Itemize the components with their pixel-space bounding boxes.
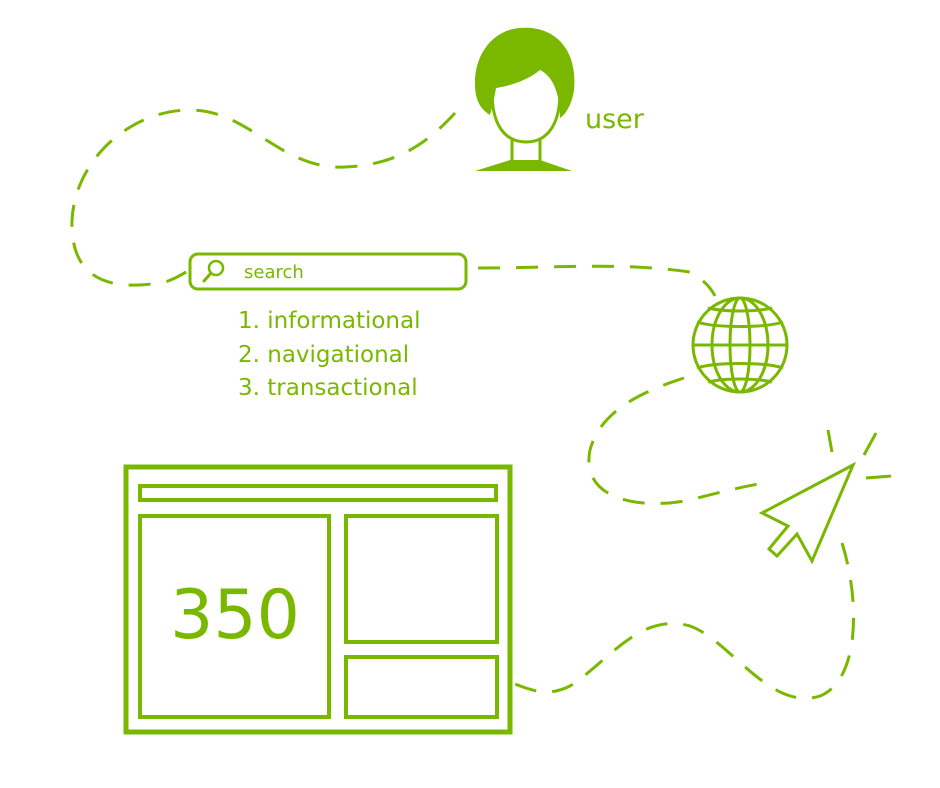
cursor-arrow: [758, 461, 857, 565]
cursor-arrow-icon: [758, 429, 892, 565]
webpage-main-value: 350: [170, 576, 300, 655]
path-search-to-globe: [477, 264, 717, 297]
user-shoulders: [475, 160, 572, 171]
search-types-list: 1. informational 2. navigational 3. tran…: [238, 308, 420, 401]
cursor-click-rays: [826, 429, 892, 480]
globe-icon: [691, 296, 789, 394]
path-cursor-to-webpage: [514, 542, 855, 700]
webpage-layout-icon: [123, 464, 513, 735]
search-type-item: 2. navigational: [238, 342, 409, 368]
search-type-item: 3. transactional: [238, 375, 418, 401]
user-avatar-icon: [474, 27, 575, 171]
webpage-header-bar: [138, 484, 498, 502]
search-icon: [202, 259, 225, 283]
search-bar[interactable]: search: [188, 252, 468, 291]
journey-path: [70, 108, 855, 700]
search-type-item: 1. informational: [238, 308, 420, 334]
webpage-frame: [123, 464, 513, 735]
webpage-side-panel-top: [344, 514, 499, 644]
user-label: user: [585, 104, 645, 135]
search-placeholder: search: [244, 262, 304, 283]
search-input-box: [188, 252, 468, 291]
path-globe-to-cursor: [587, 376, 771, 505]
user-face: [490, 91, 562, 144]
webpage-side-panel-bottom: [344, 655, 499, 719]
user-hair: [474, 27, 575, 119]
path-user-to-search: [70, 108, 457, 287]
webpage-main-panel: [138, 514, 331, 719]
